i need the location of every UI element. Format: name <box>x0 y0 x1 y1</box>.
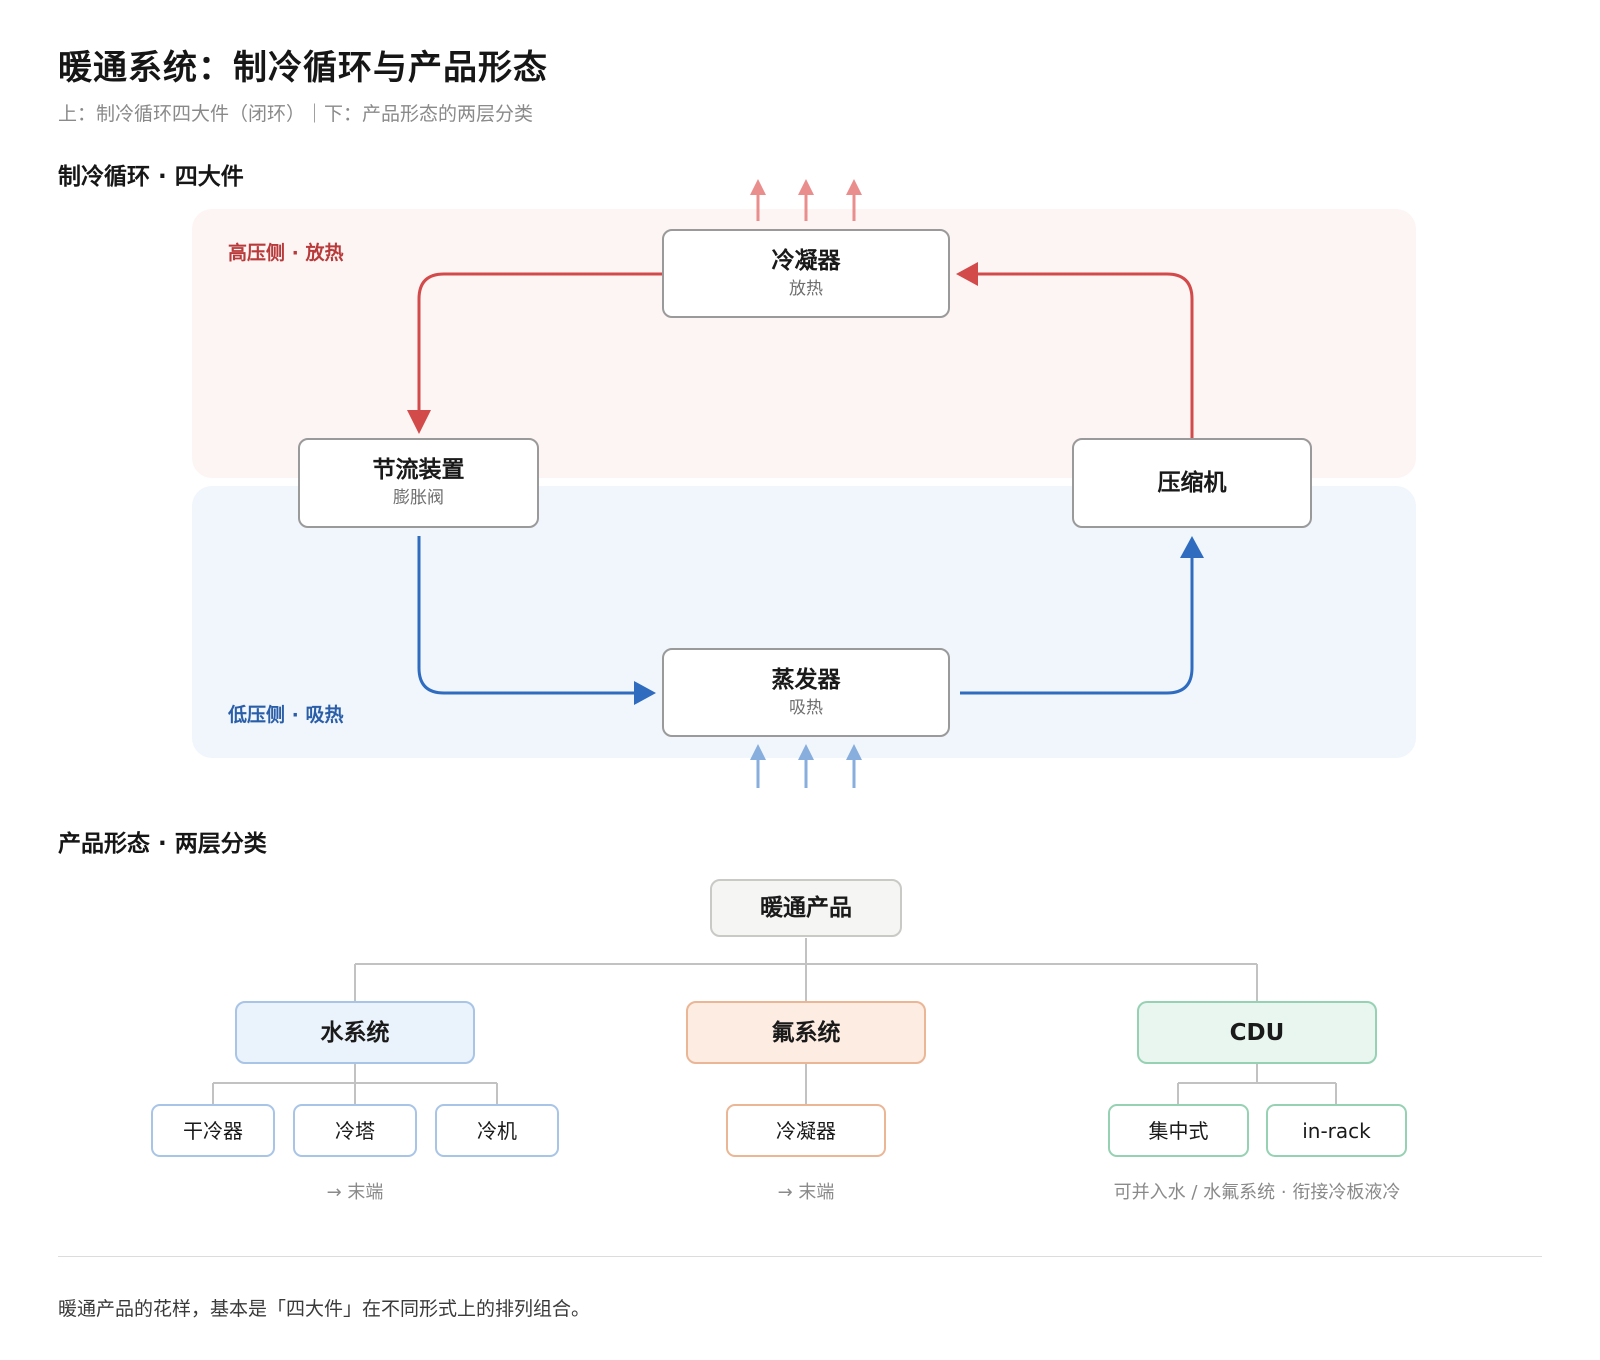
flow-throttle-to-evaporator <box>417 536 634 695</box>
category-fluorine-system: 氟系统 <box>686 1001 926 1064</box>
high-pressure-label: 高压侧 · 放热 <box>228 242 344 264</box>
compressor-box: 压缩机 <box>1072 438 1312 528</box>
category-label: CDU <box>1229 1019 1285 1046</box>
leaf-item: 集中式 <box>1108 1104 1249 1157</box>
condenser-function: 放热 <box>789 278 823 299</box>
leaf-label: 冷凝器 <box>776 1118 836 1143</box>
leaf-item: 干冷器 <box>151 1104 275 1157</box>
page-title: 暖通系统：制冷循环与产品形态 <box>58 48 548 88</box>
condenser-box: 冷凝器 放热 <box>662 229 950 318</box>
heat-in-arrowhead <box>750 744 766 760</box>
leaf-label: 冷塔 <box>335 1118 375 1143</box>
low-pressure-label: 低压侧 · 吸热 <box>228 704 344 726</box>
leaf-label: 干冷器 <box>183 1118 243 1143</box>
leaf-label: 冷机 <box>477 1118 517 1143</box>
leaf-label: in-rack <box>1302 1118 1371 1143</box>
flow-compressor-to-condenser <box>978 272 1194 440</box>
arrowhead-into-evaporator <box>634 681 656 705</box>
products-section-heading: 产品形态 · 两层分类 <box>58 831 267 857</box>
leaf-item: 冷凝器 <box>726 1104 886 1157</box>
flow-evaporator-to-compressor <box>960 558 1194 695</box>
arrowhead-into-compressor <box>1180 536 1204 558</box>
condenser-name: 冷凝器 <box>771 247 841 274</box>
throttle-box: 节流装置 膨胀阀 <box>298 438 539 528</box>
compressor-name: 压缩机 <box>1157 470 1227 496</box>
tree-connectors <box>212 938 1337 1104</box>
heat-in-arrows <box>750 744 862 788</box>
water-system-note: → 末端 <box>326 1182 384 1203</box>
footer-divider <box>58 1256 1542 1257</box>
category-label: 氟系统 <box>771 1019 841 1046</box>
page-subtitle: 上：制冷循环四大件（闭环）｜下：产品形态的两层分类 <box>58 103 534 125</box>
product-root-label: 暖通产品 <box>760 895 852 921</box>
cdu-note: 可并入水 / 水氟系统 · 衔接冷板液冷 <box>1113 1182 1401 1203</box>
heat-out-arrowhead <box>846 179 862 195</box>
leaf-item: in-rack <box>1266 1104 1407 1157</box>
heat-in-arrowhead <box>798 744 814 760</box>
heat-in-arrowhead <box>846 744 862 760</box>
product-tree-root: 暖通产品 <box>710 879 902 937</box>
flow-condenser-to-throttle <box>417 272 662 410</box>
evaporator-box: 蒸发器 吸热 <box>662 648 950 737</box>
heat-out-arrowhead <box>798 179 814 195</box>
evaporator-function: 吸热 <box>789 697 823 718</box>
throttle-function: 膨胀阀 <box>393 488 444 508</box>
category-water-system: 水系统 <box>235 1001 475 1064</box>
throttle-name: 节流装置 <box>372 457 465 483</box>
leaf-item: 冷塔 <box>293 1104 417 1157</box>
heat-out-arrows <box>750 179 862 221</box>
arrowhead-into-throttle <box>407 410 431 434</box>
leaf-label: 集中式 <box>1148 1118 1209 1143</box>
heat-out-arrowhead <box>750 179 766 195</box>
category-label: 水系统 <box>320 1019 390 1046</box>
footer-summary: 暖通产品的花样，基本是「四大件」在不同形式上的排列组合。 <box>58 1298 591 1320</box>
fluorine-system-note: → 末端 <box>777 1182 835 1203</box>
evaporator-name: 蒸发器 <box>771 666 841 693</box>
leaf-item: 冷机 <box>435 1104 559 1157</box>
cycle-section-heading: 制冷循环 · 四大件 <box>58 164 244 190</box>
category-cdu: CDU <box>1137 1001 1377 1064</box>
arrowhead-into-condenser <box>956 262 978 286</box>
